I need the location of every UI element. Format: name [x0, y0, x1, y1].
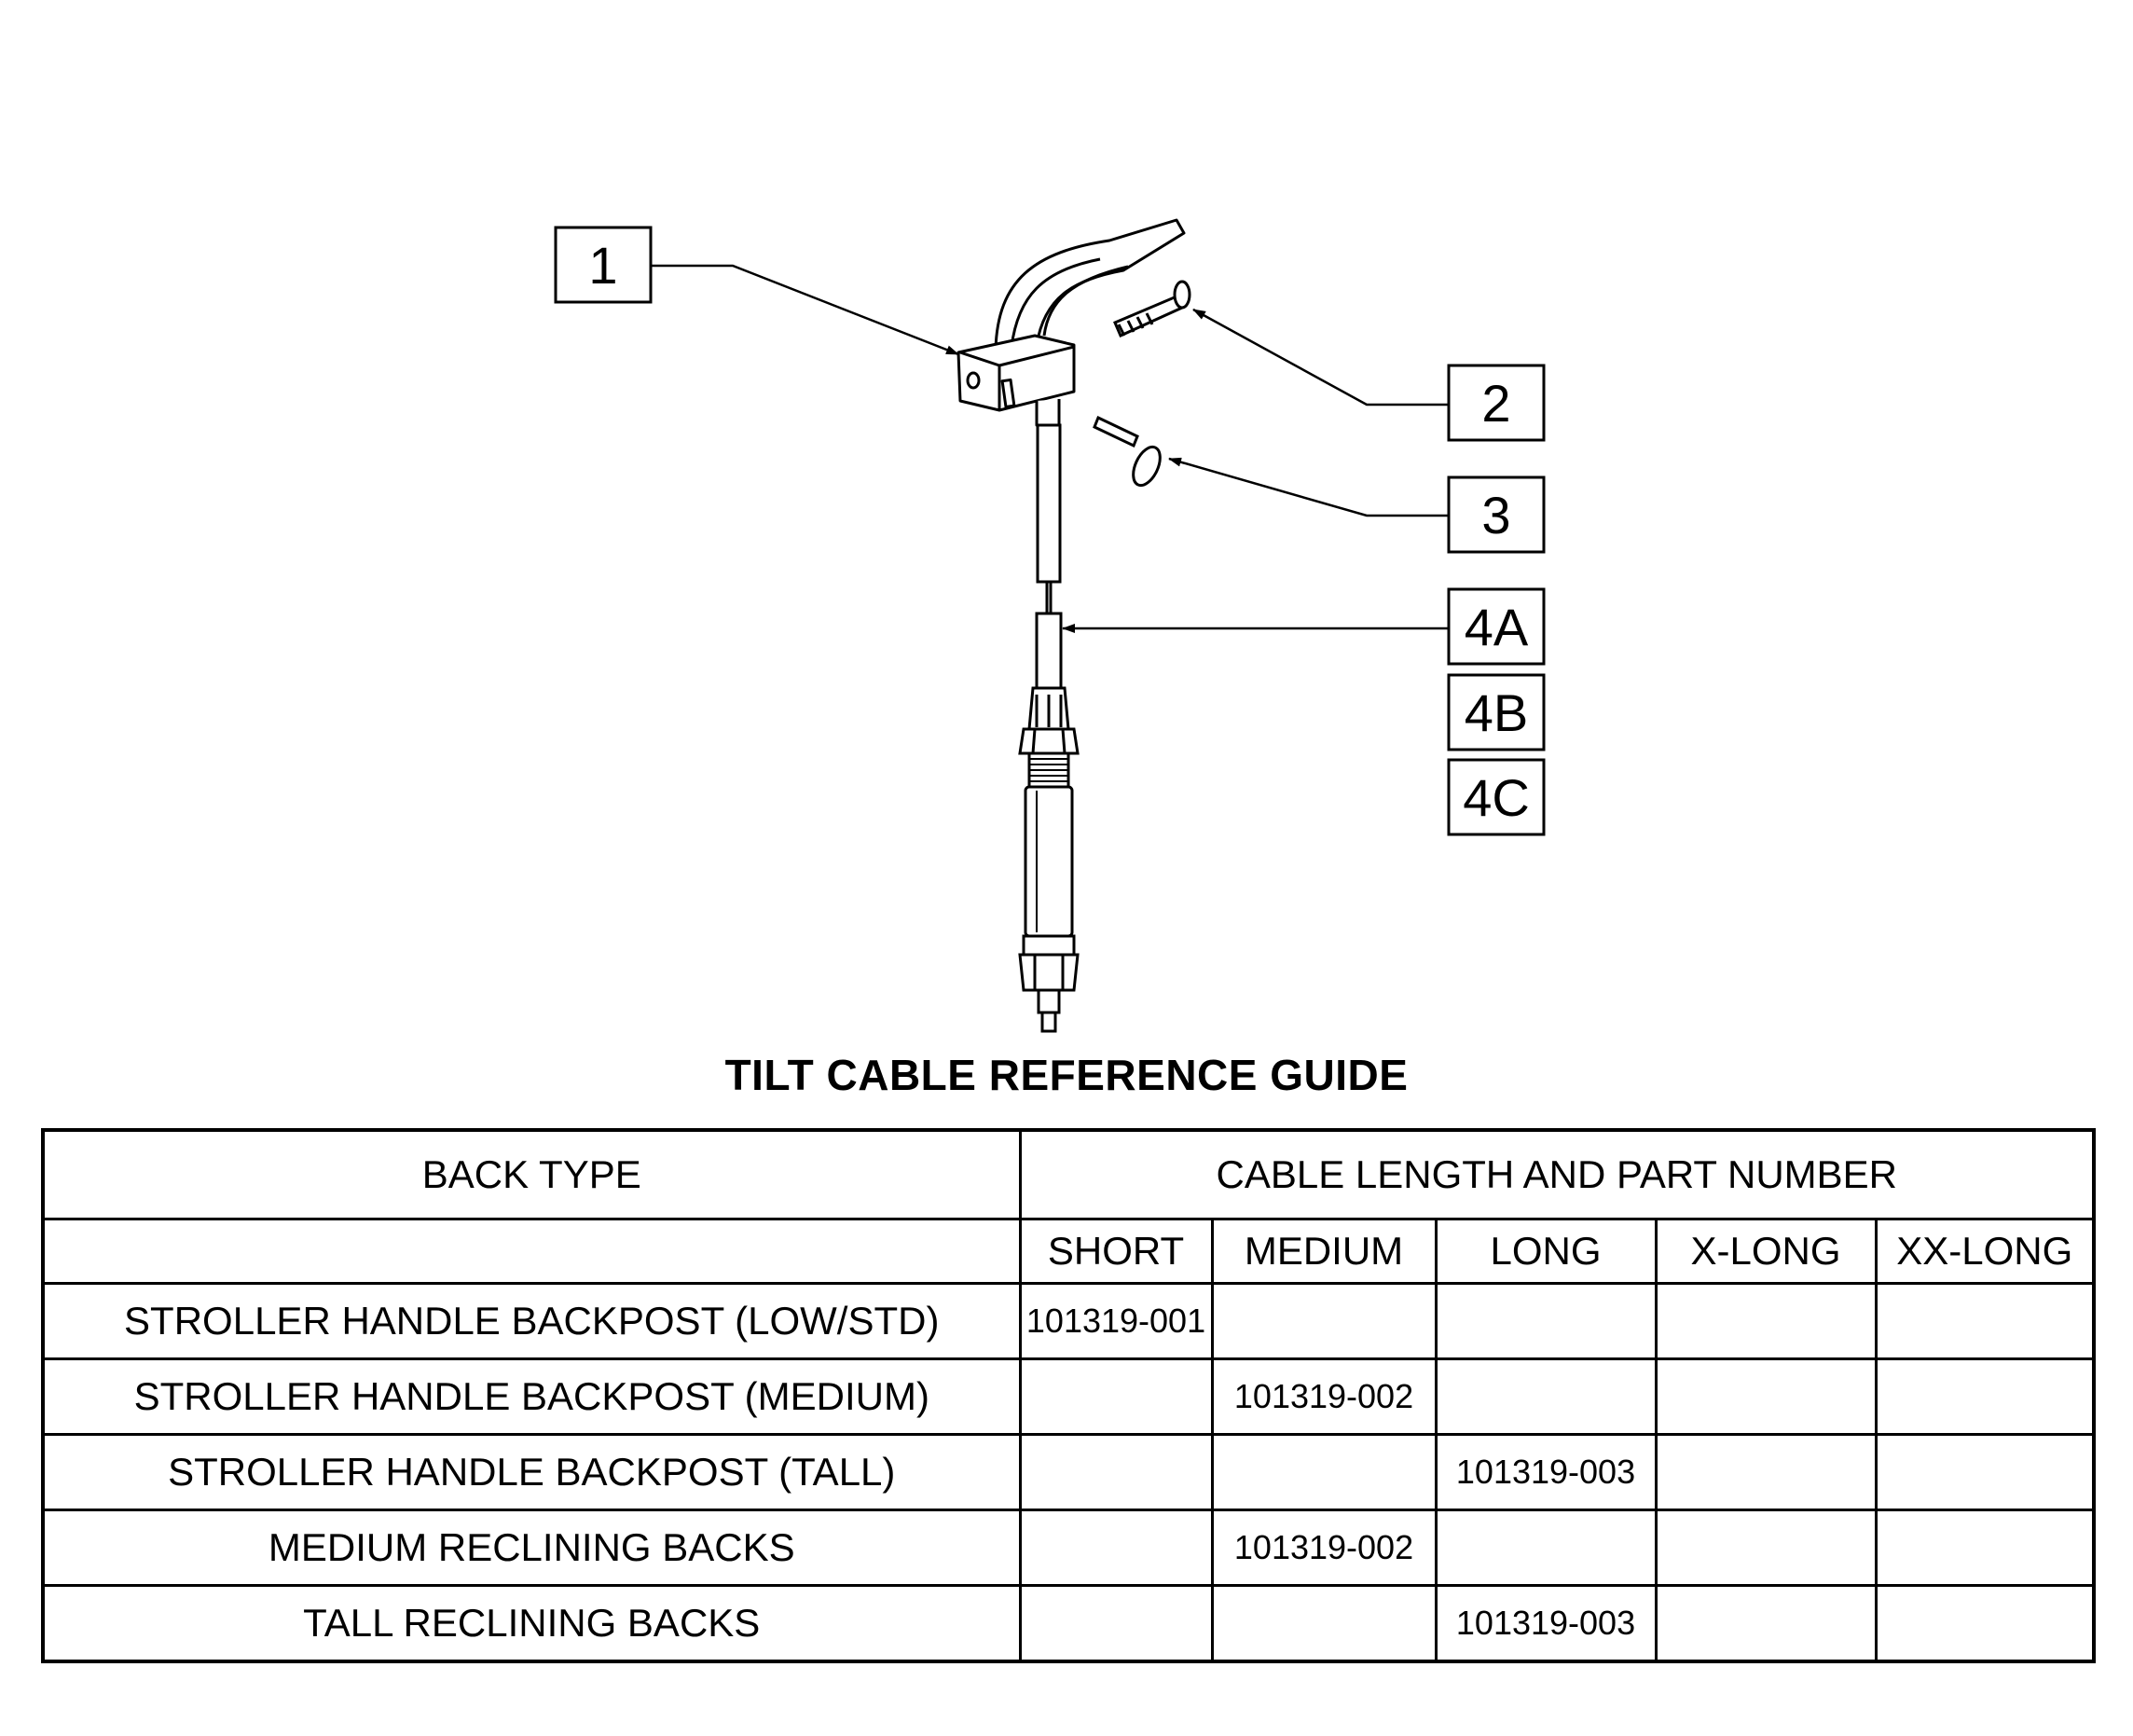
leader-line-3 — [1168, 457, 1449, 517]
callout-4b: 4B — [1447, 673, 1546, 751]
callout-4b-label: 4B — [1465, 683, 1529, 742]
part-number-cell — [1874, 1357, 2096, 1436]
leader-lines — [651, 264, 1449, 633]
callout-3-label: 3 — [1481, 486, 1510, 544]
callout-3: 3 — [1447, 475, 1546, 554]
table-row: MEDIUM RECLINING BACKS 101319-002 — [41, 1509, 2096, 1587]
part-number-cell — [1018, 1584, 1214, 1663]
length-header-medium: MEDIUM — [1210, 1218, 1438, 1285]
callout-1-label: 1 — [588, 236, 617, 295]
table-header-row: BACK TYPE CABLE LENGTH AND PART NUMBER — [41, 1128, 2096, 1220]
part-number-cell — [1874, 1584, 2096, 1663]
cable-assembly-part — [1018, 423, 1080, 1033]
back-type-header: BACK TYPE — [41, 1128, 1022, 1220]
part-number-cell — [1434, 1282, 1658, 1360]
part-number-cell — [1210, 1433, 1438, 1511]
empty-header-cell — [41, 1218, 1022, 1285]
part-number-cell — [1434, 1509, 1658, 1587]
clevis-pin-part — [1113, 280, 1191, 338]
part-number-cell — [1654, 1509, 1878, 1587]
callout-2: 2 — [1447, 364, 1546, 442]
part-number-cell: 101319-002 — [1210, 1509, 1438, 1587]
leader-line-1 — [651, 264, 959, 356]
guide-title: TILT CABLE REFERENCE GUIDE — [724, 1051, 1409, 1099]
part-number-cell — [1654, 1433, 1878, 1511]
part-number-cell — [1210, 1584, 1438, 1663]
back-type-cell: STROLLER HANDLE BACKPOST (TALL) — [41, 1433, 1022, 1511]
back-type-cell: STROLLER HANDLE BACKPOST (MEDIUM) — [41, 1357, 1022, 1436]
release-handle-part — [956, 218, 1186, 427]
part-number-cell: 101319-003 — [1434, 1433, 1658, 1511]
callout-1: 1 — [554, 226, 653, 304]
part-number-cell — [1018, 1509, 1214, 1587]
callout-4c: 4C — [1447, 758, 1546, 836]
leader-line-2 — [1192, 308, 1449, 406]
part-number-cell — [1874, 1509, 2096, 1587]
part-number-cell — [1874, 1282, 2096, 1360]
back-type-cell: TALL RECLINING BACKS — [41, 1584, 1022, 1663]
retaining-clip-part — [1093, 415, 1162, 488]
length-header-x-long: X-LONG — [1654, 1218, 1878, 1285]
part-number-cell — [1654, 1357, 1878, 1436]
cable-length-header: CABLE LENGTH AND PART NUMBER — [1018, 1128, 2096, 1220]
part-number-cell: 101319-002 — [1210, 1357, 1438, 1436]
back-type-cell: STROLLER HANDLE BACKPOST (LOW/STD) — [41, 1282, 1022, 1360]
part-number-cell — [1434, 1357, 1658, 1436]
length-header-long: LONG — [1434, 1218, 1658, 1285]
table-row: STROLLER HANDLE BACKPOST (TALL) 101319-0… — [41, 1433, 2096, 1511]
part-number-cell — [1654, 1584, 1878, 1663]
part-number-cell: 101319-003 — [1434, 1584, 1658, 1663]
callout-4c-label: 4C — [1463, 768, 1530, 827]
tilt-cable-reference-table: BACK TYPE CABLE LENGTH AND PART NUMBER S… — [41, 1128, 2097, 1663]
table-row: STROLLER HANDLE BACKPOST (LOW/STD) 10131… — [41, 1282, 2096, 1360]
callout-2-label: 2 — [1481, 374, 1510, 433]
back-type-cell: MEDIUM RECLINING BACKS — [41, 1509, 1022, 1587]
part-number-cell — [1018, 1357, 1214, 1436]
table-subheader-row: SHORT MEDIUM LONG X-LONG XX-LONG — [41, 1218, 2096, 1285]
part-number-cell — [1018, 1433, 1214, 1511]
callout-4a: 4A — [1447, 587, 1546, 666]
length-header-short: SHORT — [1018, 1218, 1214, 1285]
part-number-cell — [1210, 1282, 1438, 1360]
part-number-cell: 101319-001 — [1018, 1282, 1214, 1360]
part-number-cell — [1874, 1433, 2096, 1511]
table-row: STROLLER HANDLE BACKPOST (MEDIUM) 101319… — [41, 1357, 2096, 1436]
part-number-cell — [1654, 1282, 1878, 1360]
length-header-xx-long: XX-LONG — [1874, 1218, 2096, 1285]
table-row: TALL RECLINING BACKS 101319-003 — [41, 1584, 2096, 1663]
callout-4a-label: 4A — [1465, 598, 1529, 656]
